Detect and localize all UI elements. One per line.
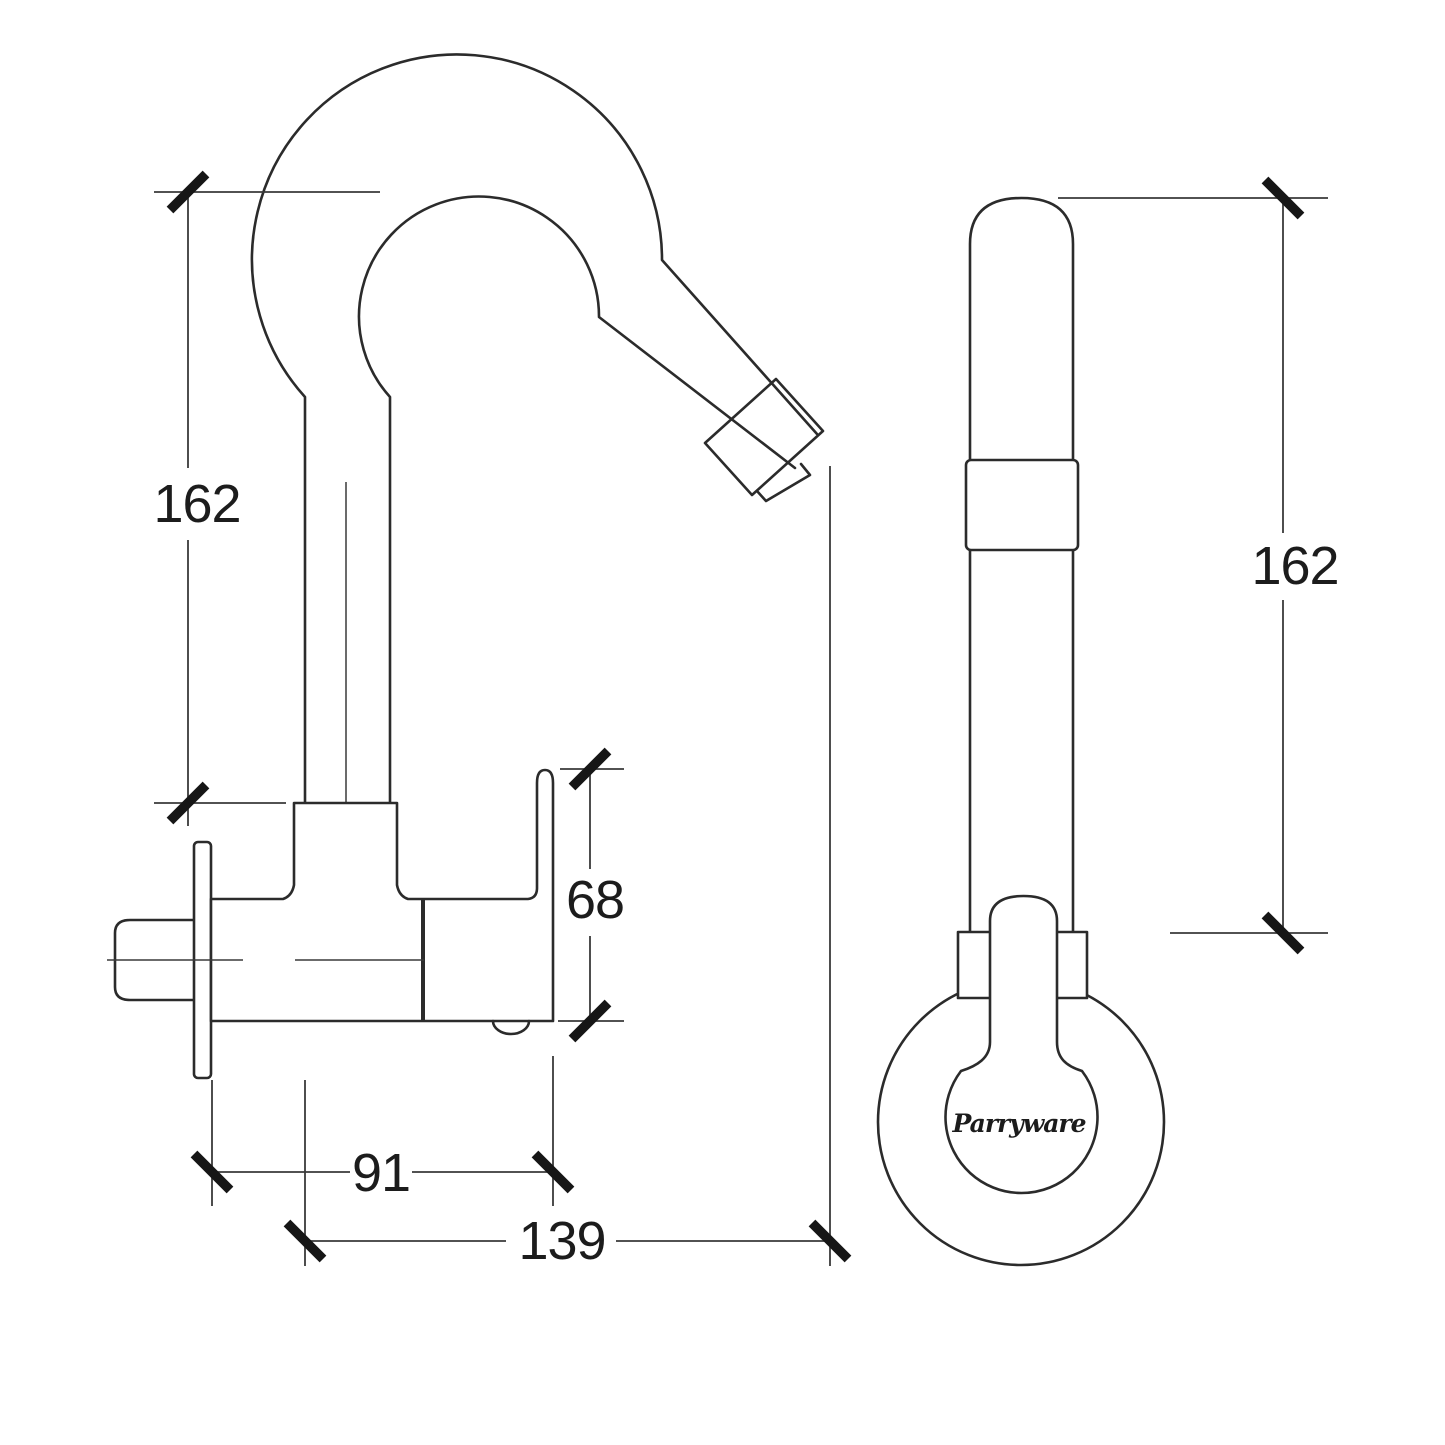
tick-mark xyxy=(283,1219,327,1263)
tick-mark xyxy=(166,170,210,214)
tick-mark xyxy=(1261,911,1305,955)
dimensions: 162 68 91 139 xyxy=(153,170,1340,1271)
spout-outer-wall xyxy=(250,53,819,807)
tick-mark xyxy=(531,1150,575,1194)
brand-logo: Parryware xyxy=(952,1109,1086,1138)
extension-lines xyxy=(211,1056,554,1206)
lever-handle-front xyxy=(944,894,1099,1195)
dimension-side-91: 91 xyxy=(190,1056,575,1206)
front-view: Parryware xyxy=(876,196,1166,1267)
tick-mark xyxy=(808,1219,852,1263)
tick-mark xyxy=(568,747,612,791)
dimension-value: 162 xyxy=(153,474,240,534)
dimension-side-139: 139 xyxy=(283,466,852,1271)
side-view xyxy=(107,53,825,1080)
bottom-screw-boss xyxy=(491,1019,531,1036)
swivel-collar xyxy=(964,458,1080,552)
spout-mouth-tip xyxy=(755,462,812,503)
dimension-front-162: 162 xyxy=(1058,176,1340,955)
tick-mark xyxy=(568,999,612,1043)
tick-mark xyxy=(166,781,210,825)
dimension-value: 139 xyxy=(518,1211,605,1271)
spout-inner-wall xyxy=(357,195,797,807)
gooseneck-spout xyxy=(250,53,825,872)
dimension-value: 91 xyxy=(352,1143,410,1203)
dimension-side-162: 162 xyxy=(153,170,380,826)
tick-mark xyxy=(1261,176,1305,220)
valve-body-outline xyxy=(209,768,555,1023)
tick-mark xyxy=(190,1150,234,1194)
front-spout-pipe xyxy=(968,196,1075,934)
aerator-collar xyxy=(703,377,825,497)
dimension-side-68: 68 xyxy=(558,747,625,1043)
dimension-value: 68 xyxy=(566,870,624,930)
dimension-value: 162 xyxy=(1251,536,1338,596)
